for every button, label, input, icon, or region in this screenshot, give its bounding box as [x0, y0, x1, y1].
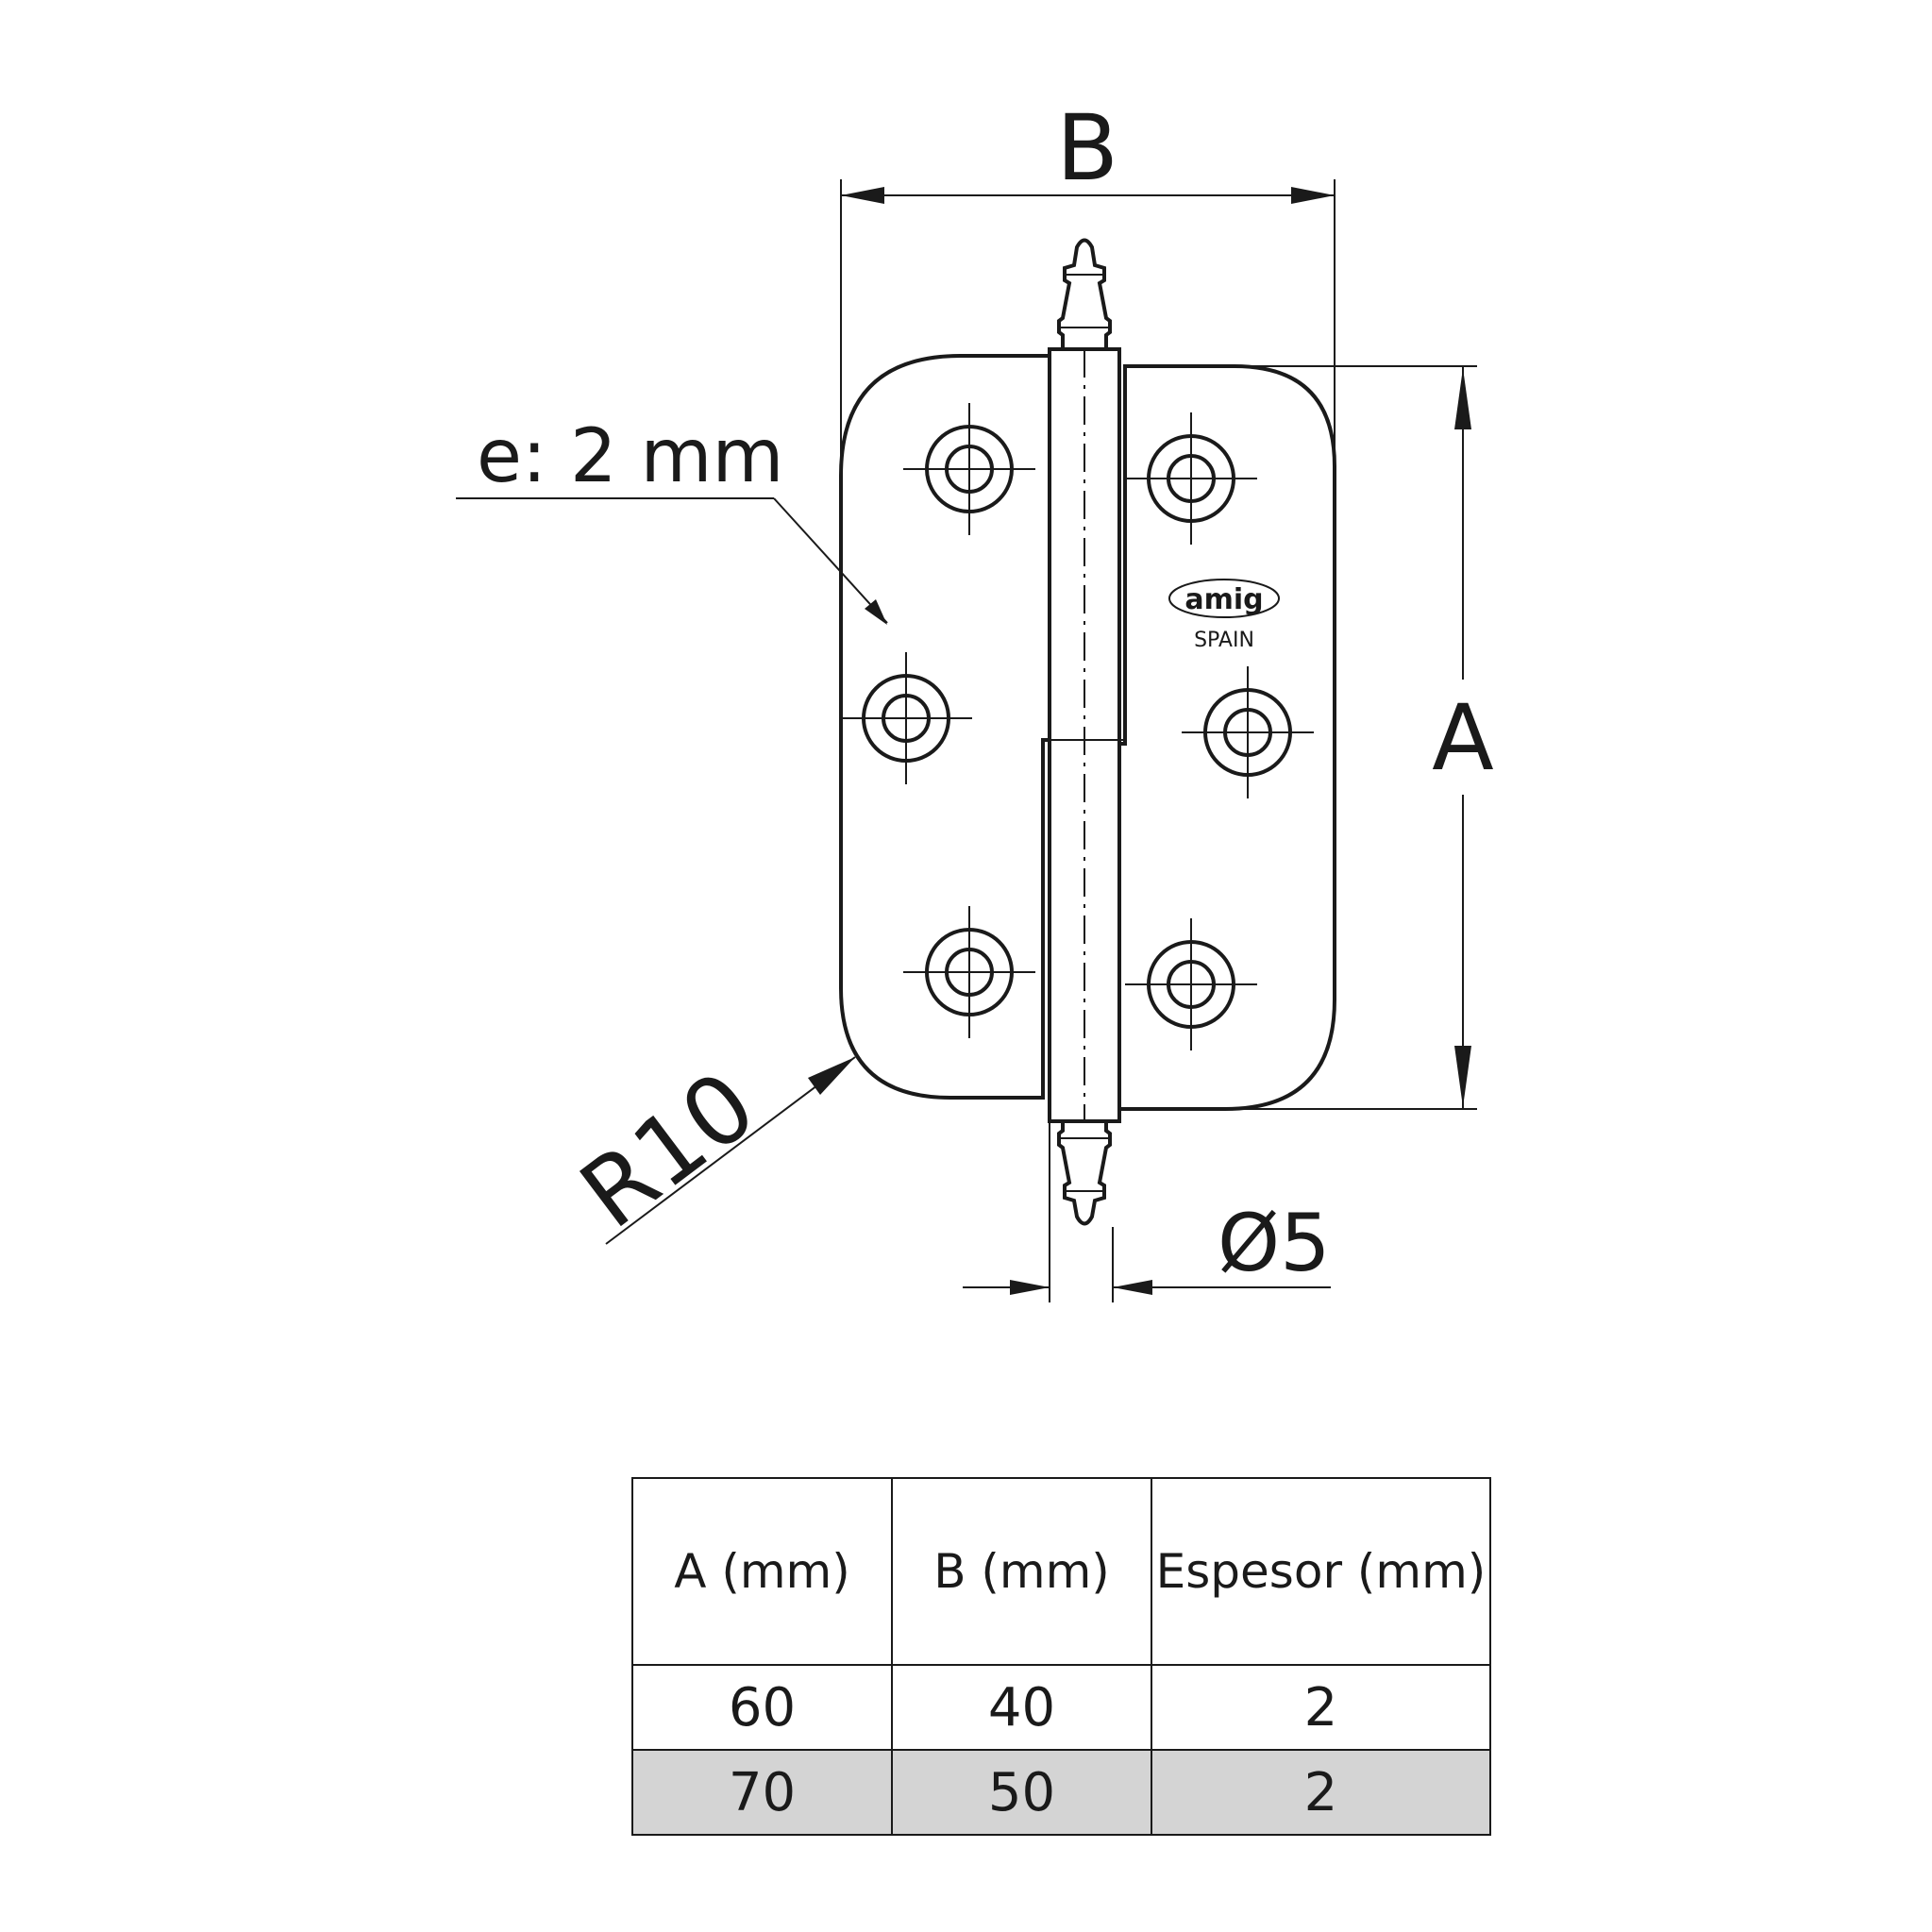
- dimension-a-label: A: [1432, 685, 1494, 791]
- cell-a: 70: [631, 1749, 893, 1836]
- thickness-note: e: 2 mm: [477, 414, 783, 499]
- radius-callout: R10: [561, 1050, 856, 1250]
- screw-hole-top-right: [1125, 412, 1257, 545]
- hinge-knuckle: [1048, 347, 1125, 1123]
- right-hinge-leaf: [1117, 364, 1336, 1111]
- left-hinge-leaf: [839, 354, 1051, 1100]
- thickness-callout: e: 2 mm: [456, 414, 888, 625]
- dimension-b: B: [840, 95, 1336, 472]
- cell-a: 60: [631, 1664, 893, 1751]
- manufacturer-logo: amig SPAIN: [1168, 579, 1280, 652]
- dimension-b-label: B: [1056, 95, 1118, 201]
- cell-espesor: 2: [1151, 1749, 1491, 1836]
- table-row: 70 50 2: [631, 1749, 1491, 1836]
- table-header-row: A (mm) B (mm) Espesor (mm): [631, 1477, 1491, 1666]
- radius-note: R10: [561, 1050, 776, 1250]
- logo-country: SPAIN: [1194, 629, 1254, 652]
- pin-diameter-dimension: Ø5: [963, 1121, 1331, 1302]
- table-row: 60 40 2: [631, 1664, 1491, 1751]
- screw-hole-middle-right: [1182, 666, 1314, 798]
- cell-b: 50: [891, 1749, 1152, 1836]
- top-finial: [1057, 238, 1112, 349]
- dimension-a: A: [1125, 365, 1494, 1110]
- header-b: B (mm): [891, 1477, 1152, 1666]
- screw-hole-middle-left: [840, 652, 972, 784]
- logo-text: amig: [1184, 583, 1263, 616]
- cell-espesor: 2: [1151, 1664, 1491, 1751]
- dimensions-table: A (mm) B (mm) Espesor (mm) 60 40 2 70 50…: [631, 1477, 1491, 1836]
- header-a: A (mm): [631, 1477, 893, 1666]
- pin-diameter-note: Ø5: [1218, 1197, 1331, 1289]
- screw-hole-bottom-left: [903, 906, 1035, 1038]
- bottom-finial: [1057, 1121, 1112, 1226]
- header-espesor: Espesor (mm): [1151, 1477, 1491, 1666]
- cell-b: 40: [891, 1664, 1152, 1751]
- screw-hole-bottom-right: [1125, 918, 1257, 1050]
- screw-hole-top-left: [903, 403, 1035, 535]
